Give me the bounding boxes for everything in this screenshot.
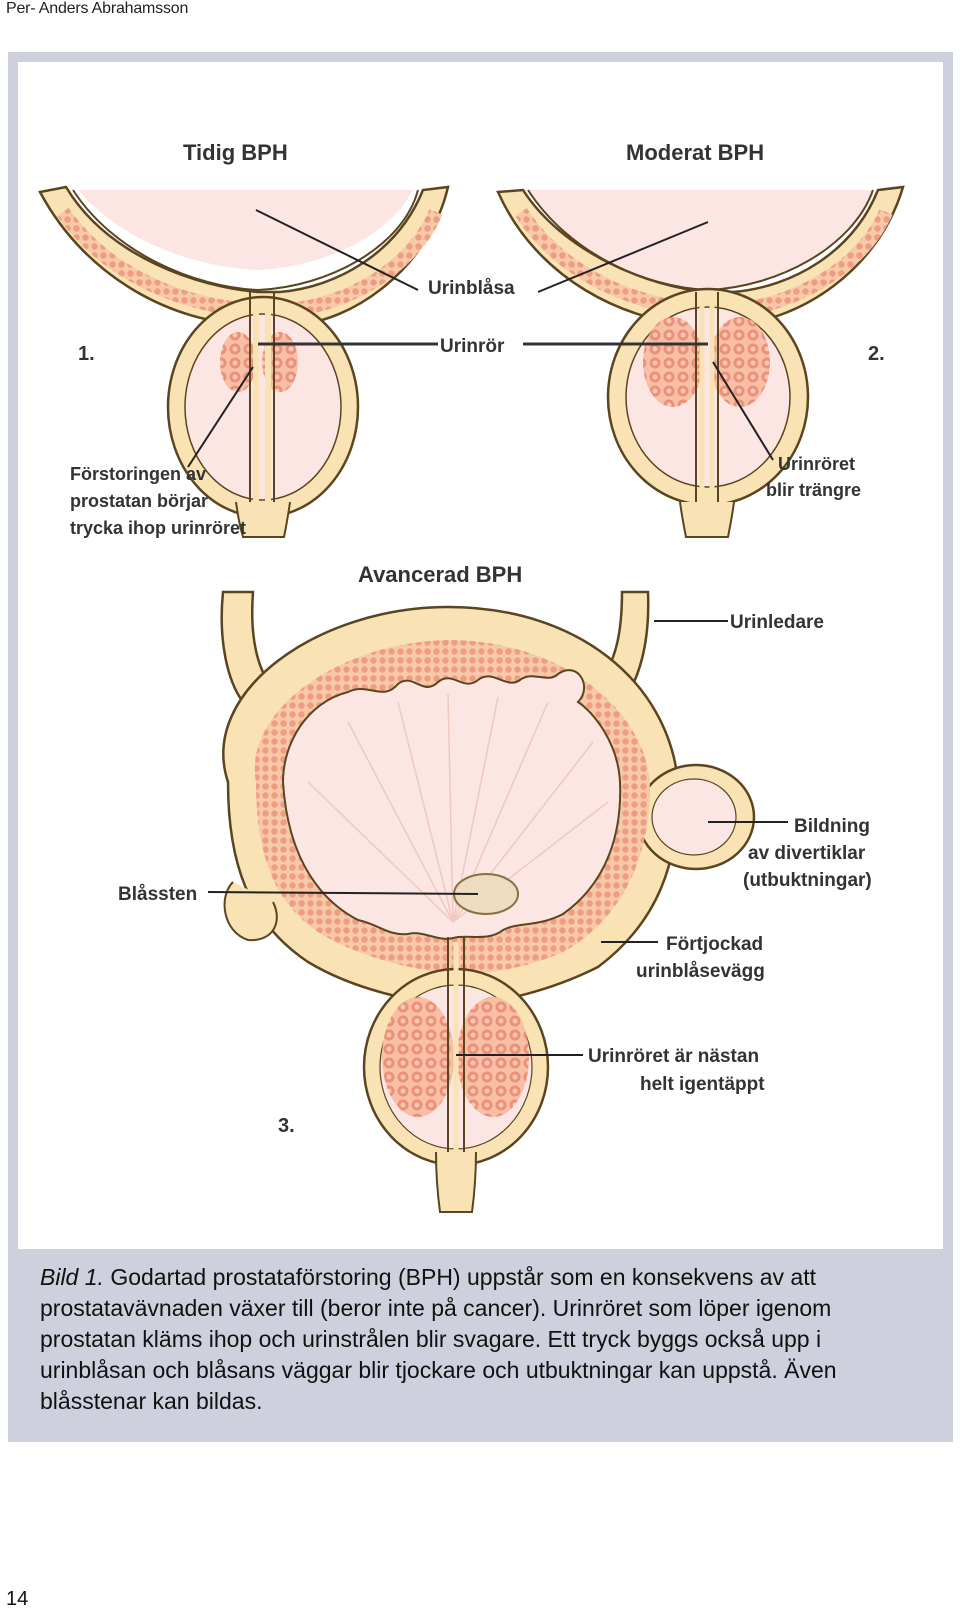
figure-illustration: Tidig BPH 1. Förstoringen av prostatan b… — [18, 62, 943, 1249]
label-urinror: Urinrör — [440, 336, 505, 357]
panel-advanced-bph: Avancerad BPH 3. Urinledare Bildning av … — [118, 562, 872, 1213]
page-number: 14 — [6, 1588, 29, 1610]
label-divertiklar-1: Bildning — [794, 816, 870, 837]
label-divertiklar-2: av divertiklar — [748, 843, 866, 864]
label-urinledare: Urinledare — [730, 612, 824, 633]
label-urinroret-trangre-1: Urinröret — [778, 454, 855, 474]
panel-number-2: 2. — [868, 343, 885, 365]
title-advanced-bph: Avancerad BPH — [358, 562, 522, 587]
label-forstoring-2: prostatan börjar — [70, 491, 208, 511]
label-forstoring-1: Förstoringen av — [70, 464, 206, 484]
title-moderate-bph: Moderat BPH — [626, 140, 764, 165]
label-fortjockad-1: Förtjockad — [666, 934, 763, 955]
label-urinblasa: Urinblåsa — [428, 278, 515, 299]
label-divertiklar-3: (utbuktningar) — [743, 870, 872, 891]
panel-number-3: 3. — [278, 1115, 295, 1137]
title-early-bph: Tidig BPH — [183, 140, 288, 165]
label-blassten: Blåssten — [118, 884, 197, 905]
running-header: Per- Anders Abrahamsson — [6, 0, 189, 17]
label-fortjockad-2: urinblåsevägg — [636, 961, 765, 982]
panel-early-bph: Tidig BPH 1. Förstoringen av prostatan b… — [38, 140, 450, 538]
label-forstoring-3: trycka ihop urinröret — [70, 518, 246, 538]
label-igentappt-2: helt igentäppt — [640, 1074, 765, 1095]
figure-caption: Bild 1. Godartad prostataförstoring (BPH… — [40, 1262, 920, 1417]
label-urinroret-trangre-2: blir trängre — [766, 480, 861, 500]
figure-frame: Tidig BPH 1. Förstoringen av prostatan b… — [8, 52, 953, 1442]
label-igentappt-1: Urinröret är nästan — [588, 1046, 759, 1067]
panel-number-1: 1. — [78, 343, 95, 365]
caption-text: Godartad prostataförstoring (BPH) uppstå… — [40, 1264, 837, 1414]
caption-lead: Bild 1. — [40, 1264, 104, 1290]
panel-moderate-bph: Moderat BPH 2. Urinröret blir trängre — [496, 140, 905, 538]
